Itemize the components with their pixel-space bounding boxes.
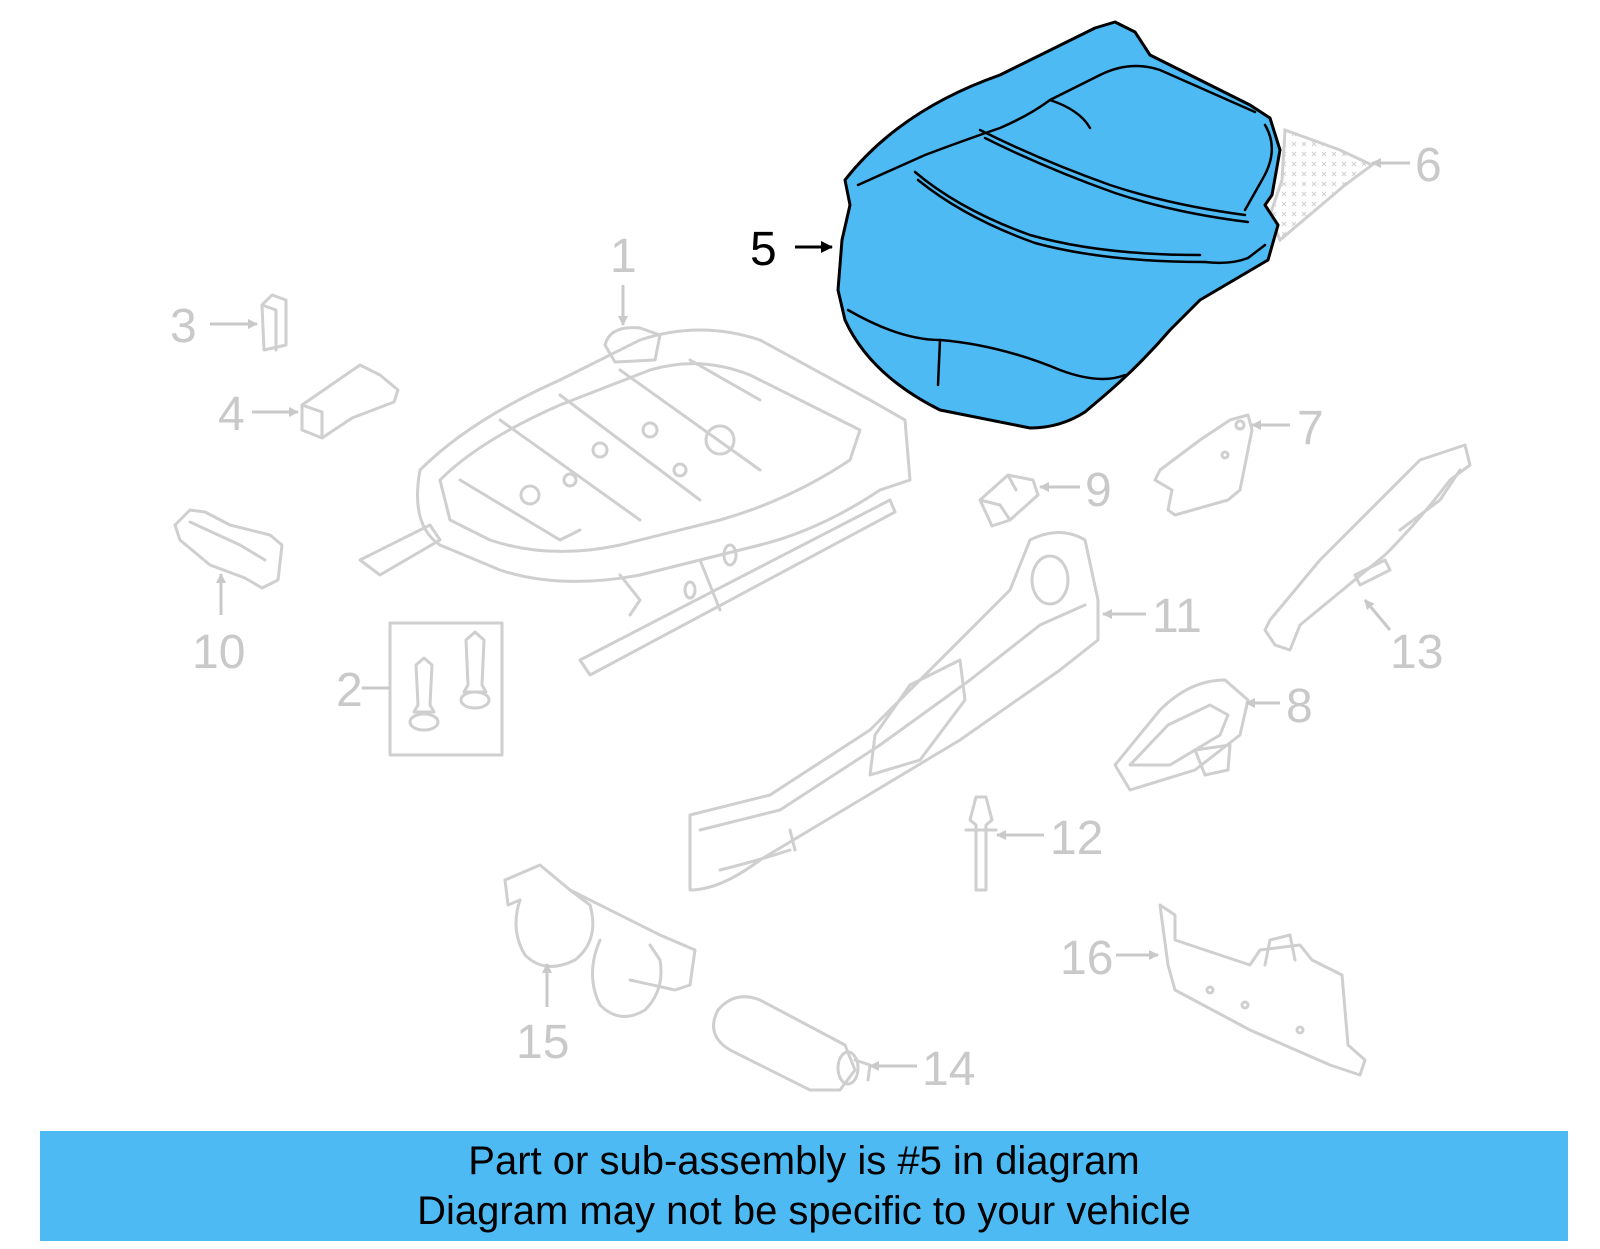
part-10-cover xyxy=(173,508,284,590)
part-6-heater-pad xyxy=(1268,127,1375,243)
callout-6: 6 xyxy=(1415,139,1442,192)
callout-13: 13 xyxy=(1390,626,1443,679)
part-1-seat-frame xyxy=(358,326,912,677)
callout-5: 5 xyxy=(750,223,777,276)
part-15-brackets xyxy=(503,863,697,1018)
callout-3: 3 xyxy=(170,300,197,353)
callout-9: 9 xyxy=(1085,464,1112,517)
part-16-rail xyxy=(1158,903,1367,1077)
callout-4: 4 xyxy=(218,388,245,441)
part-4-bracket xyxy=(300,363,400,440)
part-5-seat-cushion xyxy=(836,20,1282,430)
notice-line-disclaimer: Diagram may not be specific to your vehi… xyxy=(417,1189,1191,1233)
part-11-side-shield xyxy=(688,531,1100,892)
callout-8: 8 xyxy=(1286,680,1313,733)
part-2-bolts xyxy=(388,621,504,757)
callout-labels: 1 2 3 4 5 6 7 8 9 10 11 12 13 14 15 16 xyxy=(170,139,1443,1096)
callout-1: 1 xyxy=(610,230,637,283)
callout-11: 11 xyxy=(1152,590,1202,643)
part-13-cable xyxy=(1263,443,1472,652)
notice-line-part: Part or sub-assembly is #5 in diagram xyxy=(468,1139,1140,1183)
part-9-clip xyxy=(978,473,1040,528)
callout-7: 7 xyxy=(1297,402,1324,455)
callout-arrows xyxy=(210,158,1410,1071)
part-3-clip xyxy=(260,293,288,352)
callout-15: 15 xyxy=(516,1016,569,1069)
part-12-pin xyxy=(964,795,998,892)
diagram-notice-banner: Part or sub-assembly is #5 in diagram Di… xyxy=(40,1131,1568,1241)
callout-14: 14 xyxy=(922,1043,975,1096)
callout-2: 2 xyxy=(336,664,363,717)
callout-12: 12 xyxy=(1050,812,1103,865)
part-8-switch xyxy=(1113,678,1250,792)
part-7-bracket xyxy=(1153,413,1254,517)
callout-10: 10 xyxy=(192,626,245,679)
part-14-actuator xyxy=(712,995,872,1092)
callout-16: 16 xyxy=(1060,932,1113,985)
